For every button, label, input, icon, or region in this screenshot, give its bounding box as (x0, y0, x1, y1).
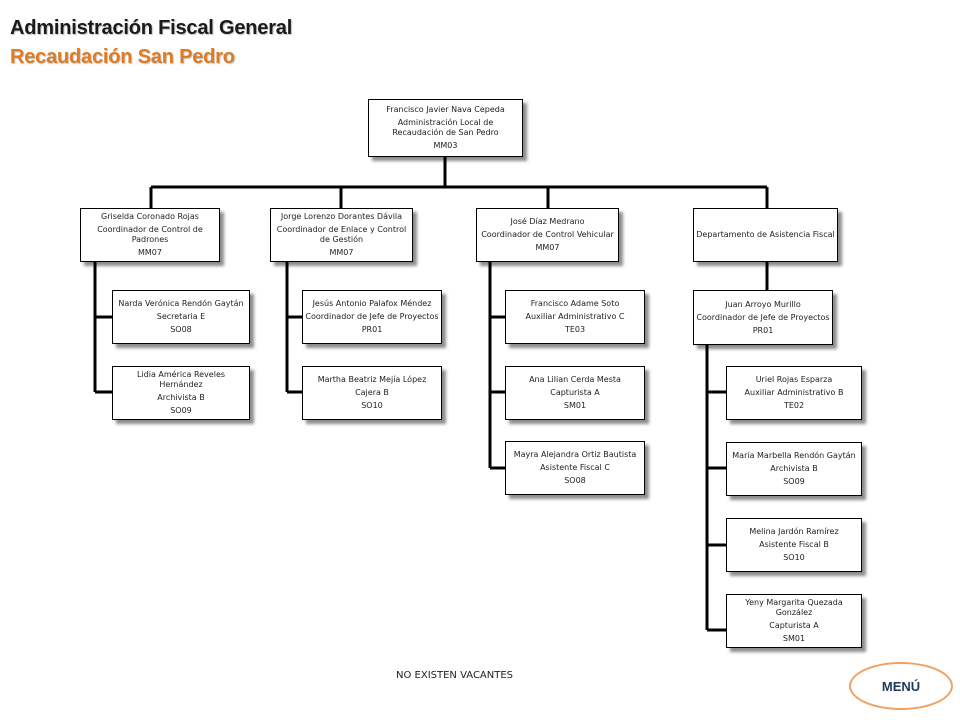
org-node-coord-vehicular: José Díaz Medrano Coordinador de Control… (476, 208, 619, 262)
node-role: Coordinador de Jefe de Proyectos (305, 312, 439, 321)
node-code: SO10 (361, 401, 383, 410)
org-node-staff: Martha Beatriz Mejía López Cajera B SO10 (302, 366, 442, 420)
node-role: Auxiliar Administrativo C (525, 312, 625, 321)
node-code: TE03 (564, 325, 586, 334)
org-node-dept-head: Juan Arroyo Murillo Coordinador de Jefe … (693, 290, 833, 345)
node-name: Departamento de Asistencia Fiscal (696, 230, 835, 239)
node-role: Cajera B (355, 388, 389, 397)
node-role: Archivista B (770, 464, 818, 473)
node-code: SM01 (782, 634, 806, 643)
node-code: MM07 (535, 243, 560, 252)
node-code: SO09 (170, 406, 192, 415)
node-role: Capturista A (550, 388, 600, 397)
node-name: Melina Jardón Ramírez (749, 527, 839, 536)
node-role: Coordinador de Enlace y Control de Gesti… (276, 225, 407, 244)
node-name: Martha Beatriz Mejía López (317, 375, 427, 384)
org-node-staff: Uriel Rojas Esparza Auxiliar Administrat… (726, 366, 862, 420)
org-node-staff: Lidia América Reveles Hernández Archivis… (112, 366, 250, 420)
node-code: TE02 (783, 401, 805, 410)
org-node-dept-asistencia: Departamento de Asistencia Fiscal (693, 208, 838, 262)
org-node-staff: Mayra Alejandra Ortiz Bautista Asistente… (505, 441, 645, 495)
node-role: Asistente Fiscal C (540, 463, 610, 472)
org-node-staff: Yeny Margarita Quezada González Capturis… (726, 594, 862, 648)
node-role: Asistente Fiscal B (759, 540, 829, 549)
node-name: Francisco Adame Soto (530, 299, 620, 308)
node-role: Administración Local de Recaudación de S… (392, 118, 499, 137)
node-name: Ana Lilian Cerda Mesta (529, 375, 621, 384)
node-name: María Marbella Rendón Gaytán (732, 451, 856, 460)
node-name: Yeny Margarita Quezada González (745, 598, 843, 617)
node-code: SM01 (563, 401, 587, 410)
node-name: Lidia América Reveles Hernández (136, 370, 226, 389)
node-name: Francisco Javier Nava Cepeda (386, 105, 505, 114)
org-node-staff: Francisco Adame Soto Auxiliar Administra… (505, 290, 645, 344)
node-code: SO09 (783, 477, 805, 486)
page-subtitle: Recaudación San Pedro (10, 46, 235, 68)
node-name: Griselda Coronado Rojas (101, 212, 199, 221)
node-name: Jorge Lorenzo Dorantes Dávila (280, 212, 403, 221)
node-role: Coordinador de Jefe de Proyectos (696, 312, 830, 322)
node-role: Coordinador de Control Vehicular (481, 230, 614, 239)
node-code: SO08 (564, 476, 586, 485)
node-code: PR01 (752, 325, 774, 335)
node-code: MM07 (138, 248, 162, 257)
node-name: José Díaz Medrano (510, 217, 585, 226)
node-code: SO10 (783, 553, 805, 562)
page-title: Administración Fiscal General (10, 17, 293, 39)
org-node-root: Francisco Javier Nava Cepeda Administrac… (368, 99, 523, 157)
org-node-coord-padrones: Griselda Coronado Rojas Coordinador de C… (80, 208, 220, 262)
menu-button[interactable]: MENÚ (849, 662, 953, 710)
node-name: Jesús Antonio Palafox Méndez (312, 299, 432, 308)
org-node-staff: Narda Verónica Rendón Gaytán Secretaria … (112, 290, 250, 344)
node-role: Coordinador de Control de Padrones (97, 225, 203, 244)
node-code: PR01 (361, 325, 383, 334)
node-code: MM03 (433, 141, 458, 150)
org-node-coord-enlace: Jorge Lorenzo Dorantes Dávila Coordinado… (270, 208, 413, 262)
node-name: Uriel Rojas Esparza (755, 375, 833, 384)
node-name: Narda Verónica Rendón Gaytán (118, 299, 244, 308)
node-name: Juan Arroyo Murillo (725, 299, 801, 309)
node-role: Auxiliar Administrativo B (744, 388, 844, 397)
node-role: Secretaria E (156, 312, 206, 321)
node-code: MM07 (329, 248, 354, 257)
vacancies-note: NO EXISTEN VACANTES (396, 670, 514, 681)
node-name: Mayra Alejandra Ortiz Bautista (513, 450, 637, 459)
org-node-staff: Melina Jardón Ramírez Asistente Fiscal B… (726, 518, 862, 572)
node-code: SO08 (170, 325, 192, 334)
org-node-staff: María Marbella Rendón Gaytán Archivista … (726, 442, 862, 496)
org-node-staff: Jesús Antonio Palafox Méndez Coordinador… (302, 290, 442, 344)
node-role: Archivista B (157, 393, 205, 402)
org-node-staff: Ana Lilian Cerda Mesta Capturista A SM01 (505, 366, 645, 420)
node-role: Capturista A (769, 621, 819, 630)
